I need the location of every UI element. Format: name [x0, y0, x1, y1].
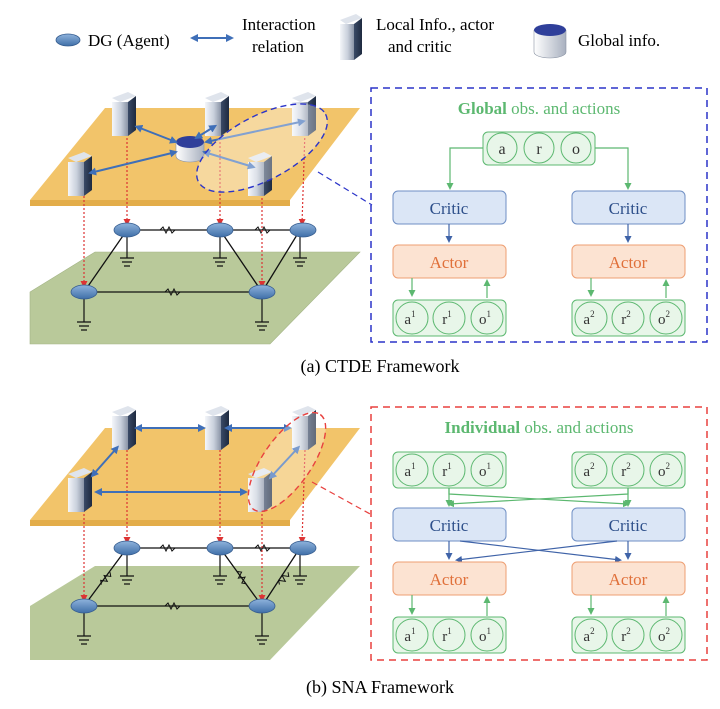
- agent2-obs-o: o2: [658, 309, 670, 328]
- sna-top1-r: r1: [442, 461, 452, 480]
- sna-bot1-r: r1: [442, 626, 452, 645]
- sna-caption: (b) SNA Framework: [306, 677, 454, 698]
- legend-dg-label: DG (Agent): [88, 31, 170, 50]
- agent2-obs-a: a2: [583, 309, 594, 328]
- sna-top1-a: a1: [404, 461, 415, 480]
- sna-highlight-ellipse: [247, 411, 327, 513]
- sna-top2-a: a2: [583, 461, 594, 480]
- shared-obs-o: o: [572, 141, 580, 158]
- legend-interaction-label-1: Interaction: [242, 15, 316, 34]
- bottom-plate: [30, 252, 360, 344]
- device-icons-b: [68, 406, 316, 512]
- ctde-actor-2: Actor: [609, 253, 648, 272]
- ctde-critic-2: Critic: [609, 199, 648, 218]
- sna-grid-illustration: [30, 406, 373, 660]
- ctde-caption: (a) CTDE Framework: [301, 356, 460, 377]
- sna-top2-o: o2: [658, 461, 670, 480]
- local-info-device-icon: [340, 14, 362, 60]
- agent1-obs-a: a1: [404, 309, 415, 328]
- legend-local-label-1: Local Info., actor: [376, 15, 494, 34]
- global-info-cylinder: [175, 136, 205, 163]
- sna-bot2-a: a2: [583, 626, 594, 645]
- sna-panel: Individual obs. and actions a1 r1 o1 a2 …: [370, 406, 708, 661]
- ctde-header: Global obs. and actions: [458, 99, 620, 118]
- legend: DG (Agent) Interaction relation Local In…: [55, 14, 660, 60]
- shared-obs-r: r: [536, 141, 542, 158]
- sna-header: Individual obs. and actions: [445, 418, 634, 437]
- sna-actor-2: Actor: [609, 570, 648, 589]
- ctde-critic-1: Critic: [430, 199, 469, 218]
- sna-critic-2: Critic: [609, 516, 648, 535]
- agent1-obs-o: o1: [479, 309, 491, 328]
- sna-top2-r: r2: [621, 461, 631, 480]
- sna-bot1-a: a1: [404, 626, 415, 645]
- legend-global-label: Global info.: [578, 31, 660, 50]
- legend-interaction-label-2: relation: [252, 37, 304, 56]
- ctde-actor-1: Actor: [430, 253, 469, 272]
- sna-bot1-o: o1: [479, 626, 491, 645]
- sna-bot2-o: o2: [658, 626, 670, 645]
- agent2-obs-r: r2: [621, 309, 631, 328]
- legend-local-label-2: and critic: [388, 37, 452, 56]
- sna-bot2-r: r2: [621, 626, 631, 645]
- agent1-obs-r: r1: [442, 309, 452, 328]
- sna-top1-o: o1: [479, 461, 491, 480]
- dg-agent-icon: [55, 33, 81, 47]
- ctde-grid-illustration: [29, 92, 373, 345]
- ctde-panel: Global obs. and actions a r o Critic Cri…: [370, 87, 708, 343]
- global-info-cylinder-icon: [533, 24, 567, 59]
- sna-critic-1: Critic: [430, 516, 469, 535]
- shared-obs-a: a: [498, 141, 505, 158]
- global-highlight-ellipse: [195, 103, 329, 193]
- sna-actor-1: Actor: [430, 570, 469, 589]
